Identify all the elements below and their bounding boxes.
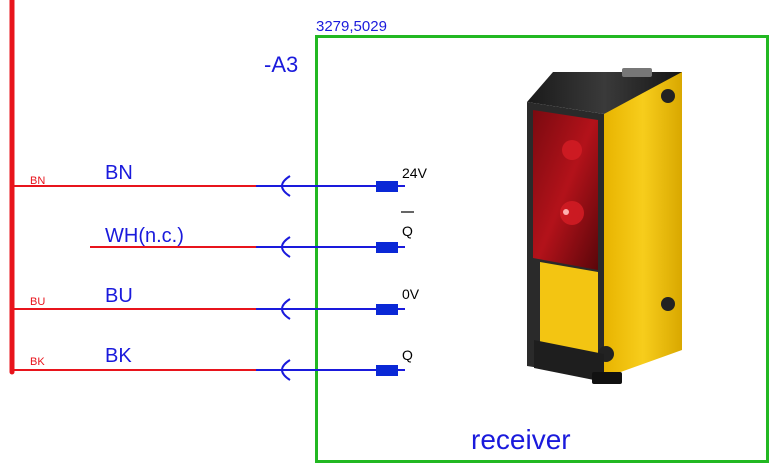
terminal-label: Q: [402, 347, 413, 363]
wire-label: BU: [105, 285, 133, 307]
wire-bk: BK BK Q: [12, 345, 413, 381]
device-tag: -A3: [264, 52, 298, 77]
wire-small-label: BK: [30, 356, 45, 368]
wire-small-label: BU: [30, 296, 45, 308]
terminal-block: [376, 181, 398, 192]
wire-label: BN: [105, 162, 133, 184]
wire-label: BK: [105, 345, 132, 367]
coordinate-label: 3279,5029: [316, 18, 387, 35]
terminal-block: [376, 365, 398, 376]
wire-small-label: BN: [30, 175, 45, 187]
device-box: [315, 35, 769, 463]
device-name-label: receiver: [471, 424, 571, 455]
terminal-label: 0V: [402, 286, 420, 302]
terminal-label: 24V: [402, 165, 428, 181]
wire-bn: BN BN 24V: [12, 162, 428, 197]
photoelectric-sensor-image: [527, 68, 682, 384]
wire-bu: BU BU 0V: [12, 285, 420, 320]
terminal-block: [376, 304, 398, 315]
wire-wh: WH(n.c.) Q: [90, 211, 414, 258]
terminal-label: Q: [402, 223, 413, 239]
terminal-block: [376, 242, 398, 253]
wire-label: WH(n.c.): [105, 225, 184, 247]
